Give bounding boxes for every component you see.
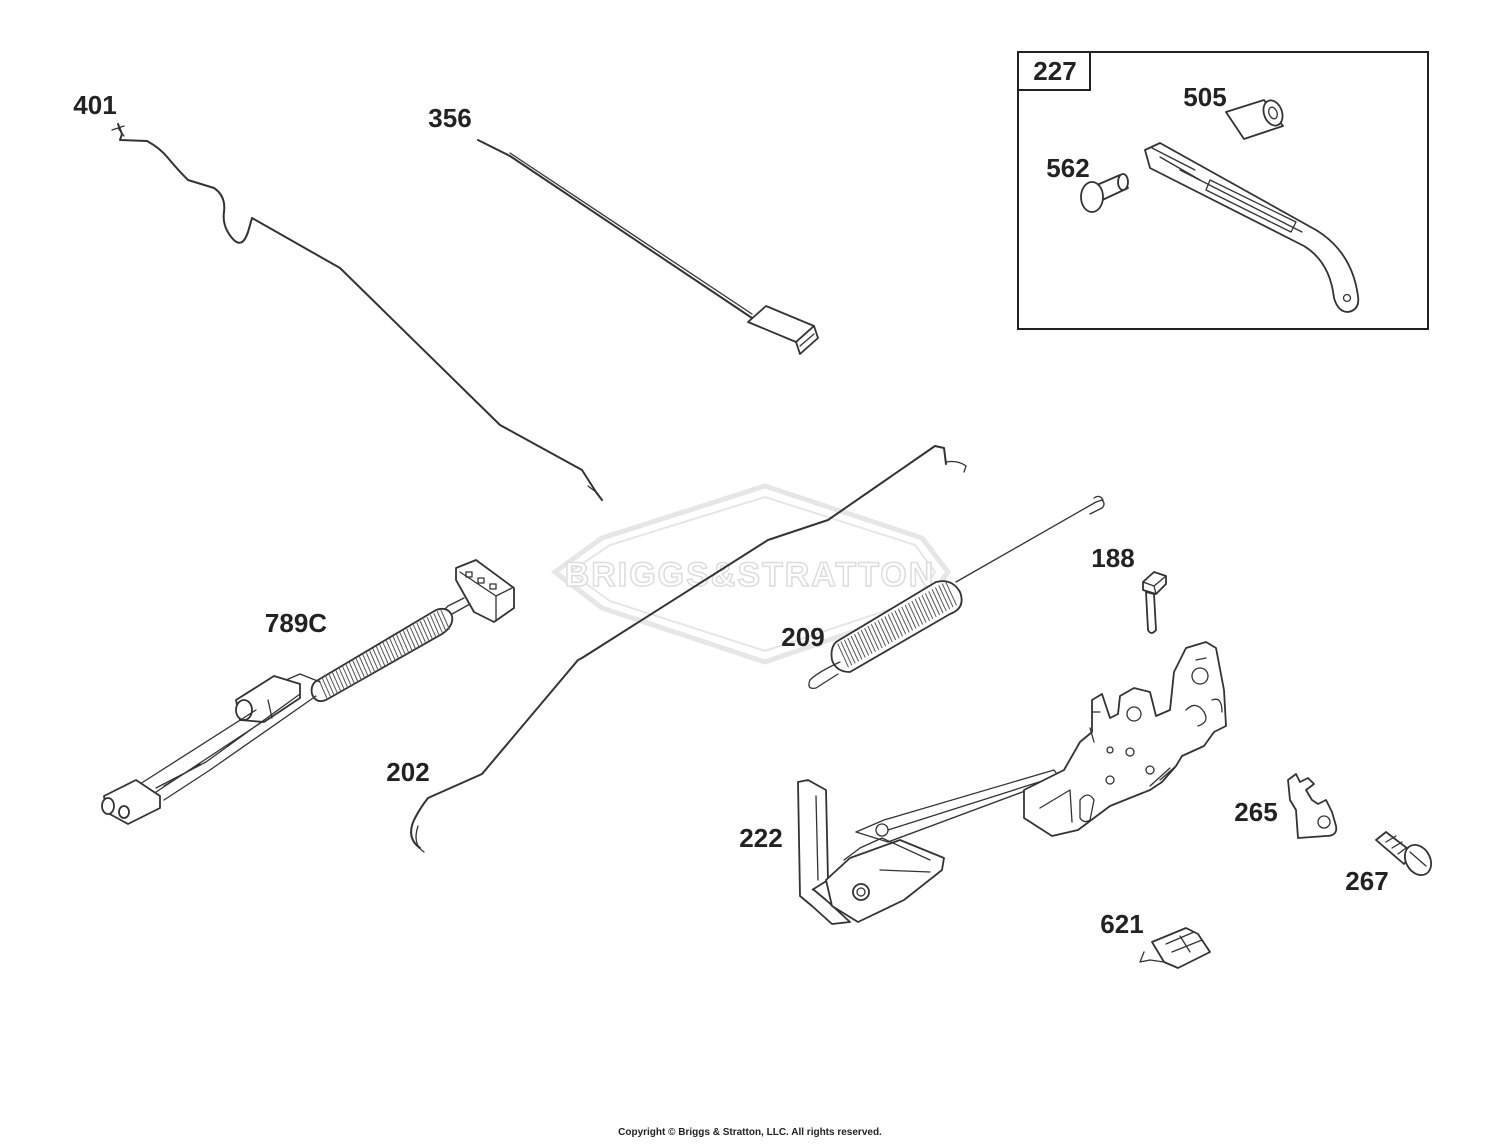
part-222-bracket bbox=[797, 641, 1227, 925]
part-label-209: 209 bbox=[781, 622, 824, 652]
part-label-621: 621 bbox=[1100, 909, 1143, 939]
part-label-505: 505 bbox=[1183, 82, 1226, 112]
part-label-789c: 789C bbox=[265, 608, 327, 638]
part-label-222: 222 bbox=[739, 823, 782, 853]
part-label-188: 188 bbox=[1091, 543, 1134, 573]
part-356-cable bbox=[477, 139, 819, 355]
part-562-rivet bbox=[1080, 173, 1129, 213]
part-789c-assembly bbox=[101, 559, 515, 825]
part-label-562: 562 bbox=[1046, 153, 1089, 183]
spring-coils-789c bbox=[318, 609, 450, 700]
inset-label: 227 bbox=[1033, 56, 1076, 86]
part-621-clip bbox=[1139, 927, 1211, 969]
part-401-rod bbox=[111, 123, 603, 501]
part-label-401: 401 bbox=[73, 90, 116, 120]
part-265-clip bbox=[1287, 773, 1338, 839]
copyright-notice: Copyright © Briggs & Stratton, LLC. All … bbox=[618, 1127, 882, 1138]
watermark-logo-text: BRIGGS&STRATTON bbox=[565, 556, 936, 594]
part-267-screw bbox=[1375, 831, 1433, 876]
part-505-spacer bbox=[1225, 99, 1284, 140]
part-label-356: 356 bbox=[428, 103, 471, 133]
part-227-lever bbox=[1144, 142, 1360, 313]
part-label-202: 202 bbox=[386, 757, 429, 787]
spring-coils bbox=[837, 581, 957, 668]
inset-box-227: 227 505 562 bbox=[1017, 51, 1429, 330]
part-209-spring bbox=[808, 495, 1105, 689]
watermark-logo: BRIGGS&STRATTON bbox=[550, 483, 952, 665]
part-label-265: 265 bbox=[1234, 797, 1277, 827]
part-188-bolt bbox=[1142, 571, 1167, 634]
part-label-267: 267 bbox=[1345, 866, 1388, 896]
part-202-rod bbox=[410, 445, 967, 853]
